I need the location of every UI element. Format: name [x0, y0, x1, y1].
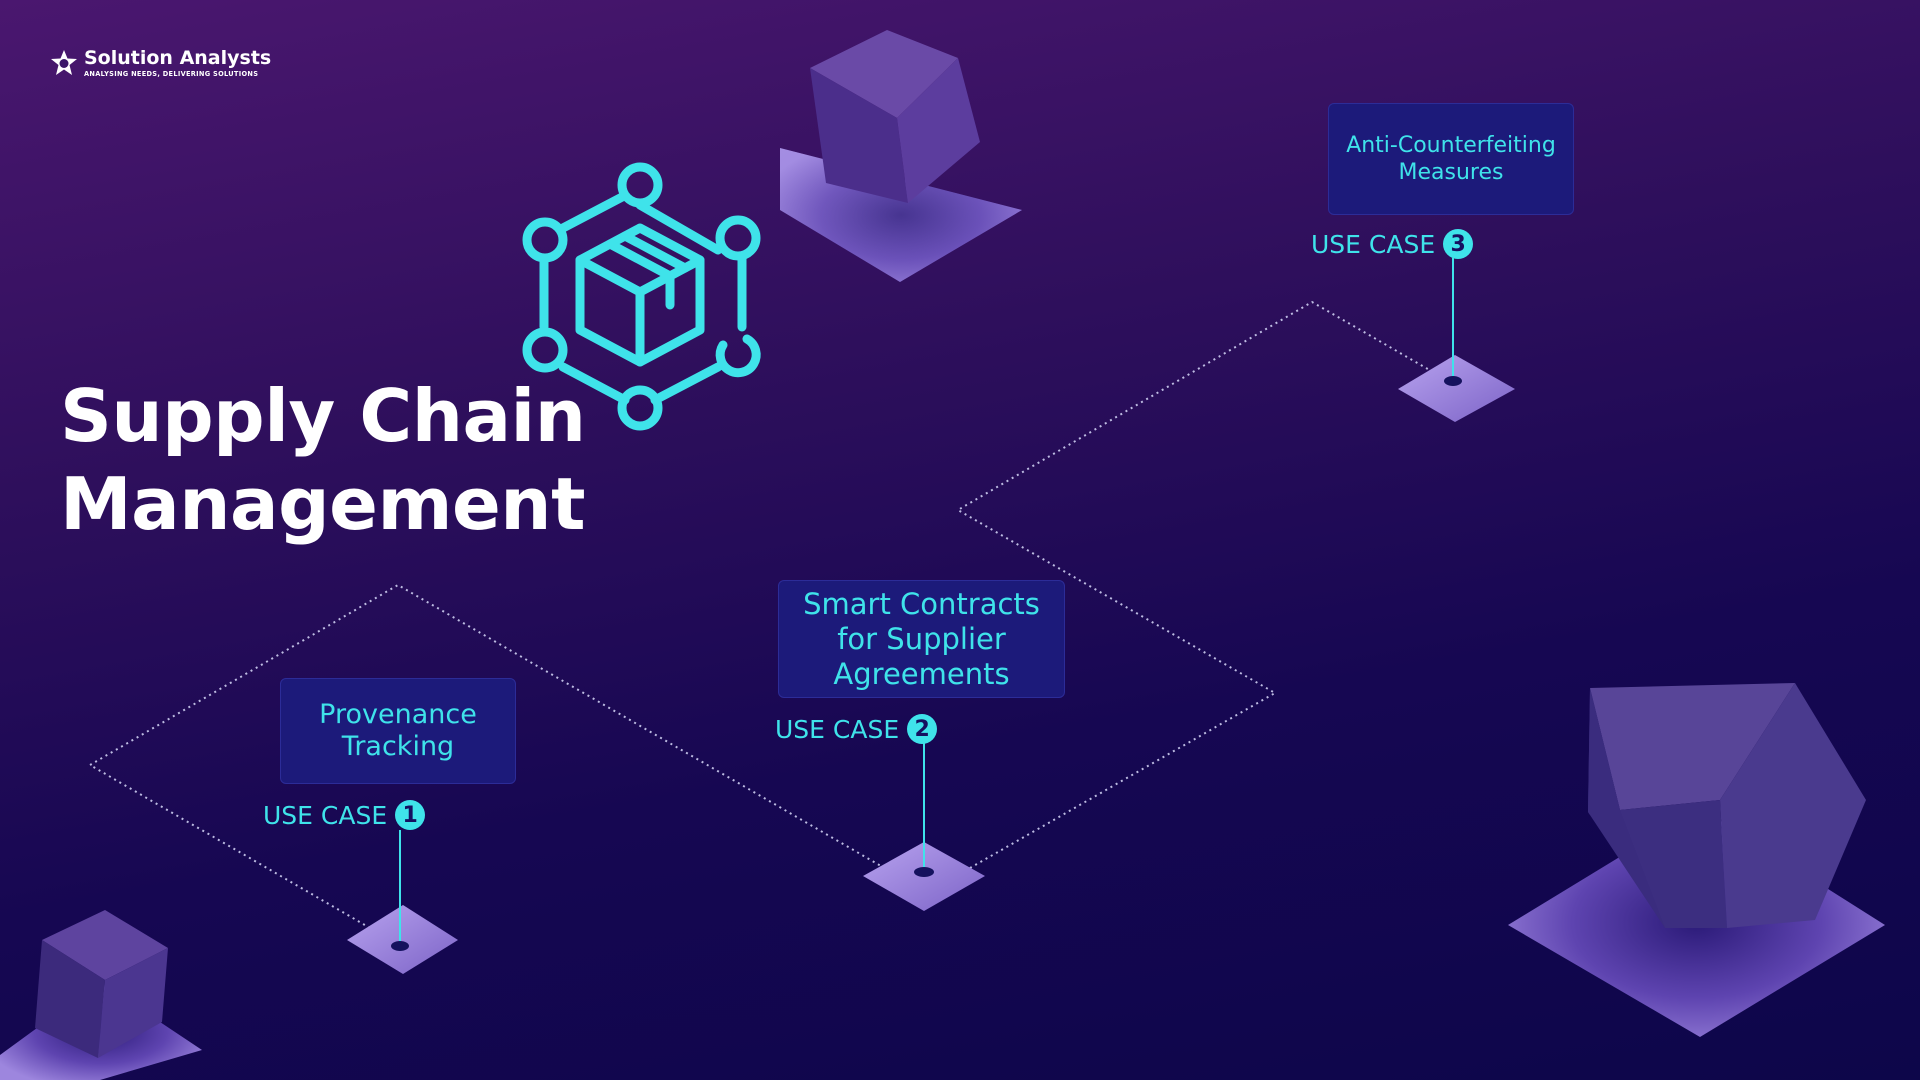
use-case-2-card[interactable]: Smart Contracts for Supplier Agreements — [778, 580, 1065, 698]
dotted-path — [88, 300, 1434, 929]
supply-chain-package-network-icon — [522, 162, 761, 431]
page-title-line-2: Management — [60, 462, 585, 546]
use-case-stems — [399, 258, 1454, 946]
use-case-1-label-text: USE CASE — [263, 800, 388, 830]
cube-bottom-left — [0, 910, 202, 1080]
star-logo-icon — [51, 50, 77, 75]
use-case-2-title-line-1: Smart Contracts — [803, 586, 1040, 621]
use-case-2-number-badge: 2 — [907, 714, 938, 744]
use-case-1-title-line-1: Provenance — [319, 699, 477, 730]
page-title-line-1: Supply Chain — [60, 374, 586, 458]
use-case-1-title-line-2: Tracking — [341, 731, 455, 762]
brand-name: Solution Analysts — [84, 47, 272, 69]
pin-use-case-2 — [914, 867, 934, 877]
brand-logo[interactable]: Solution Analysts ANALYSING NEEDS, DELIV… — [50, 48, 271, 78]
pin-use-case-3 — [1444, 376, 1462, 386]
use-case-2-label: USE CASE 2 — [775, 714, 938, 744]
use-case-3-label-text: USE CASE — [1311, 229, 1436, 259]
use-case-3-title-line-2: Measures — [1398, 160, 1504, 185]
pin-use-case-1 — [391, 941, 409, 951]
use-case-2-title-line-3: Agreements — [833, 656, 1010, 691]
pad-use-case-1 — [347, 905, 458, 974]
use-case-2-label-text: USE CASE — [775, 714, 900, 744]
use-case-1-number-badge: 1 — [395, 800, 426, 830]
use-case-3-label: USE CASE 3 — [1311, 229, 1474, 259]
use-case-1-label: USE CASE 1 — [263, 800, 426, 830]
brand-tagline: ANALYSING NEEDS, DELIVERING SOLUTIONS — [84, 70, 259, 78]
use-case-3-number-badge: 3 — [1443, 229, 1474, 259]
pad-use-case-3 — [1398, 355, 1515, 422]
use-case-3-card[interactable]: Anti-Counterfeiting Measures — [1328, 103, 1574, 215]
use-case-2-title-line-2: for Supplier — [837, 621, 1006, 656]
use-case-1-card[interactable]: Provenance Tracking — [280, 678, 516, 784]
cube-bottom-right — [1508, 683, 1885, 1037]
use-case-3-title-line-1: Anti-Counterfeiting — [1346, 133, 1556, 158]
cube-top — [780, 30, 1022, 282]
page-title: Supply Chain Management — [60, 372, 586, 548]
